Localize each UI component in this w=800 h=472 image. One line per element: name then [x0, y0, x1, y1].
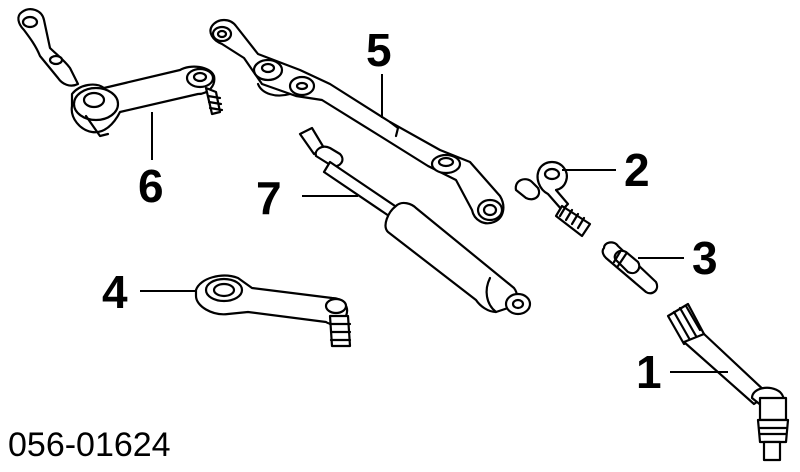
adjusting-sleeve-part [601, 241, 659, 295]
callout-2: 2 [624, 144, 650, 196]
steering-damper-part [298, 126, 532, 316]
callout-5: 5 [366, 24, 392, 76]
callout-3: 3 [692, 232, 718, 284]
callout-6: 6 [138, 160, 164, 212]
callout-7: 7 [256, 172, 282, 224]
center-link-part [209, 18, 505, 225]
idler-arm-part [17, 8, 224, 138]
callout-4: 4 [102, 266, 128, 318]
leader-lines [140, 74, 728, 373]
part-number-label: 056-01624 [8, 426, 171, 464]
tie-rod-end-part [666, 302, 790, 462]
callout-1: 1 [636, 346, 662, 398]
inner-tie-rod-end-part [514, 160, 592, 238]
pitman-arm-part [194, 274, 352, 348]
